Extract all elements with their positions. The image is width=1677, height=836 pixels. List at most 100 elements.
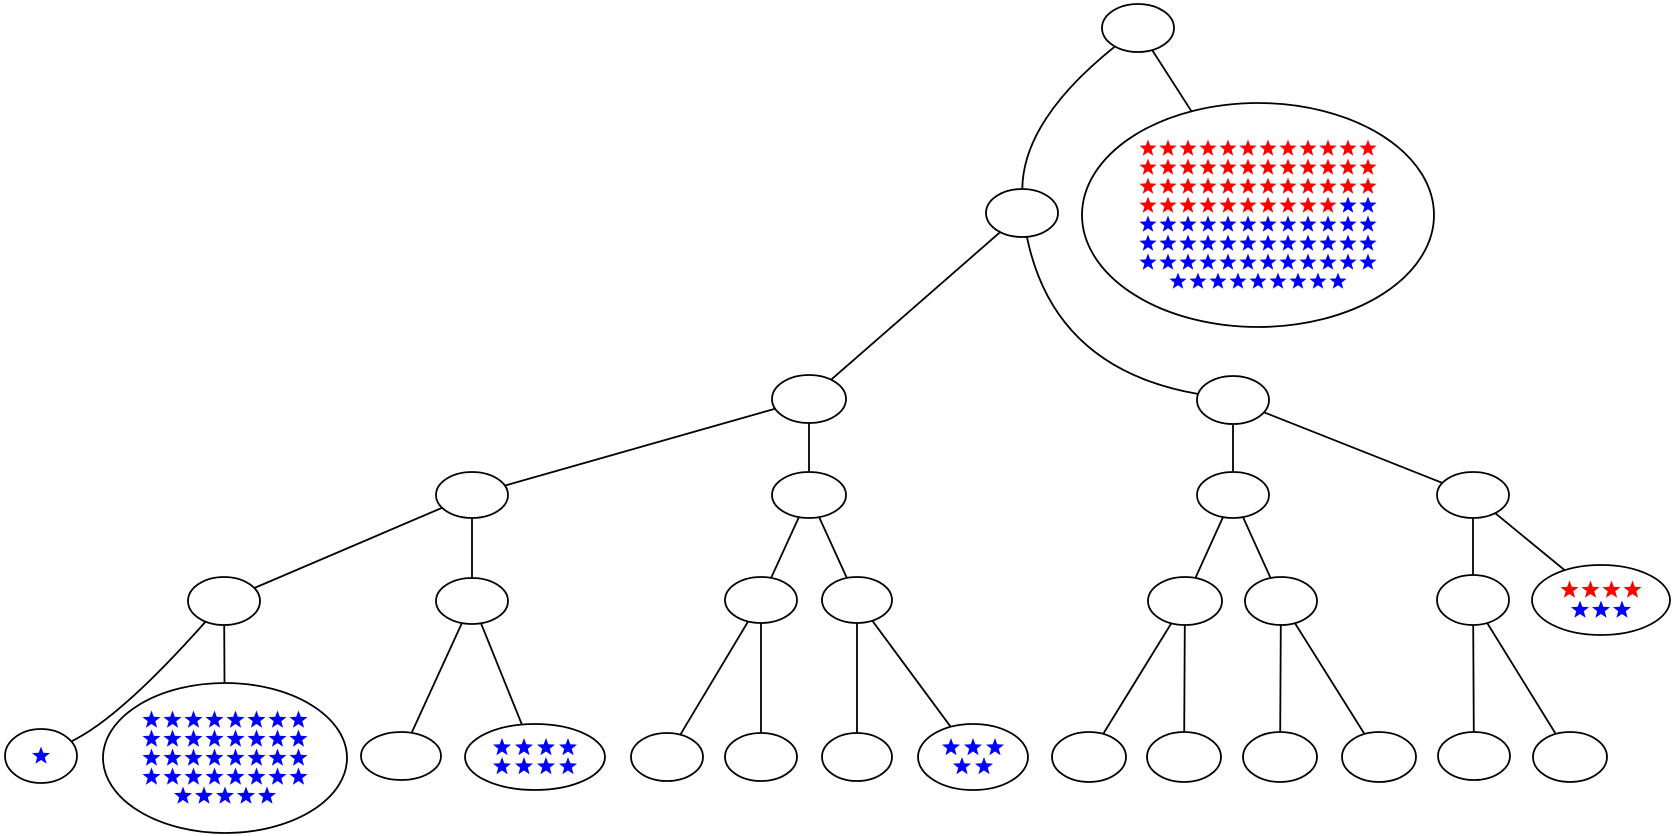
red-star-icon — [1159, 139, 1177, 156]
red-star-icon — [1359, 139, 1377, 156]
red-star-icon — [1259, 177, 1277, 194]
blue-star-icon — [289, 710, 308, 728]
red-star-icon — [1259, 139, 1277, 156]
blue-star-icon — [184, 767, 203, 785]
blue-star-icon — [1359, 234, 1377, 251]
tree-node-n3c — [1196, 471, 1270, 519]
red-star-icon — [1139, 196, 1157, 213]
blue-star-icon — [247, 767, 266, 785]
tree-node-leaf_e1 — [360, 731, 442, 781]
red-star-icon — [1279, 196, 1297, 213]
blue-star-icon — [1189, 272, 1207, 289]
tree-node-leaf_e9 — [1437, 731, 1511, 781]
blue-star-icon — [1259, 215, 1277, 232]
red-star-icon — [1339, 139, 1357, 156]
tree-node-leaf_e6 — [1146, 731, 1222, 783]
tree-node-leaf_e5 — [1051, 731, 1127, 783]
blue-star-icon — [975, 757, 993, 775]
blue-star-icon — [184, 729, 203, 747]
blue-star-icon — [1159, 234, 1177, 251]
blue-star-icon — [268, 748, 287, 766]
tree-edge-n4e-leaf_e5 — [1102, 622, 1173, 735]
red-star-icon — [1319, 139, 1337, 156]
blue-star-icon — [1592, 600, 1610, 618]
blue-star-icon — [1279, 253, 1297, 270]
blue-star-icon — [163, 767, 182, 785]
blue-star-icon — [1289, 272, 1307, 289]
blue-star-icon — [1229, 272, 1247, 289]
red-star-icon — [1159, 158, 1177, 175]
red-star-icon — [1239, 158, 1257, 175]
tree-edge-n3a-n4a — [253, 506, 443, 589]
blue-star-icon — [1259, 234, 1277, 251]
blue-star-icon — [205, 729, 224, 747]
blue-star-icon — [493, 738, 511, 756]
tree-edge-n4f-leaf_e8 — [1294, 622, 1366, 735]
blue-star-icon — [174, 786, 192, 804]
red-star-icon — [1219, 177, 1237, 194]
tree-node-leaf_e2 — [630, 732, 704, 782]
tree-node-n4f — [1244, 576, 1318, 626]
red-star-icon — [1319, 196, 1337, 213]
blue-star-icon — [268, 767, 287, 785]
tree-edge-n4b-leaf_e1 — [410, 622, 463, 734]
tree-edge-n4b-leaf_s8 — [480, 622, 523, 725]
blue-star-icon — [1299, 253, 1317, 270]
red-star-icon — [1279, 158, 1297, 175]
tree-edge-n3b-n4c — [770, 516, 800, 579]
blue-star-icon — [32, 746, 50, 764]
blue-star-icon — [559, 757, 577, 775]
tree-edge-n3d-leaf_s7 — [1494, 512, 1566, 571]
blue-star-icon — [1239, 215, 1257, 232]
red-star-icon — [1581, 580, 1600, 598]
blue-star-icon — [226, 710, 245, 728]
tree-edge-root-n1 — [1021, 45, 1116, 190]
blue-star-icon — [1279, 215, 1297, 232]
tree-edge-n2R-n3d — [1263, 411, 1443, 484]
blue-star-icon — [1359, 215, 1377, 232]
red-star-icon — [1299, 139, 1317, 156]
blue-star-icon — [559, 738, 577, 756]
blue-star-icon — [1219, 234, 1237, 251]
blue-star-icon — [1319, 215, 1337, 232]
blue-star-icon — [1299, 215, 1317, 232]
blue-star-icon — [226, 767, 245, 785]
tree-edge-n4f-leaf_e7 — [1279, 624, 1282, 733]
blue-star-icon — [1269, 272, 1287, 289]
red-star-icon — [1339, 177, 1357, 194]
tree-edge-n4d-leaf_s5 — [871, 620, 952, 728]
tree-node-n4e — [1147, 576, 1223, 626]
blue-star-icon — [986, 738, 1004, 756]
blue-star-icon — [226, 729, 245, 747]
red-star-icon — [1219, 196, 1237, 213]
blue-star-icon — [1199, 215, 1217, 232]
blue-star-icon — [953, 757, 971, 775]
blue-star-icon — [1359, 253, 1377, 270]
red-star-icon — [1319, 158, 1337, 175]
blue-star-icon — [184, 710, 203, 728]
blue-star-icon — [226, 748, 245, 766]
blue-star-icon — [1339, 234, 1357, 251]
tree-edge-n3c-n4e — [1194, 516, 1224, 579]
blue-star-icon — [1571, 600, 1589, 618]
red-star-icon — [1139, 139, 1157, 156]
blue-star-icon — [205, 767, 224, 785]
tree-node-leaf_s7 — [1531, 564, 1671, 636]
blue-star-icon — [205, 748, 224, 766]
blue-star-icon — [1319, 253, 1337, 270]
blue-star-icon — [1239, 234, 1257, 251]
red-star-icon — [1259, 158, 1277, 175]
red-star-icon — [1279, 139, 1297, 156]
red-star-icon — [1179, 158, 1197, 175]
tree-node-n1 — [985, 188, 1059, 238]
blue-star-icon — [1259, 253, 1277, 270]
tree-node-n2L — [771, 374, 847, 424]
blue-star-icon — [289, 729, 308, 747]
tree-edge-n4a-leaf_s1 — [70, 621, 207, 743]
red-star-icon — [1219, 139, 1237, 156]
blue-star-icon — [1219, 215, 1237, 232]
blue-star-icon — [1199, 253, 1217, 270]
red-star-icon — [1279, 177, 1297, 194]
red-star-icon — [1199, 196, 1217, 213]
